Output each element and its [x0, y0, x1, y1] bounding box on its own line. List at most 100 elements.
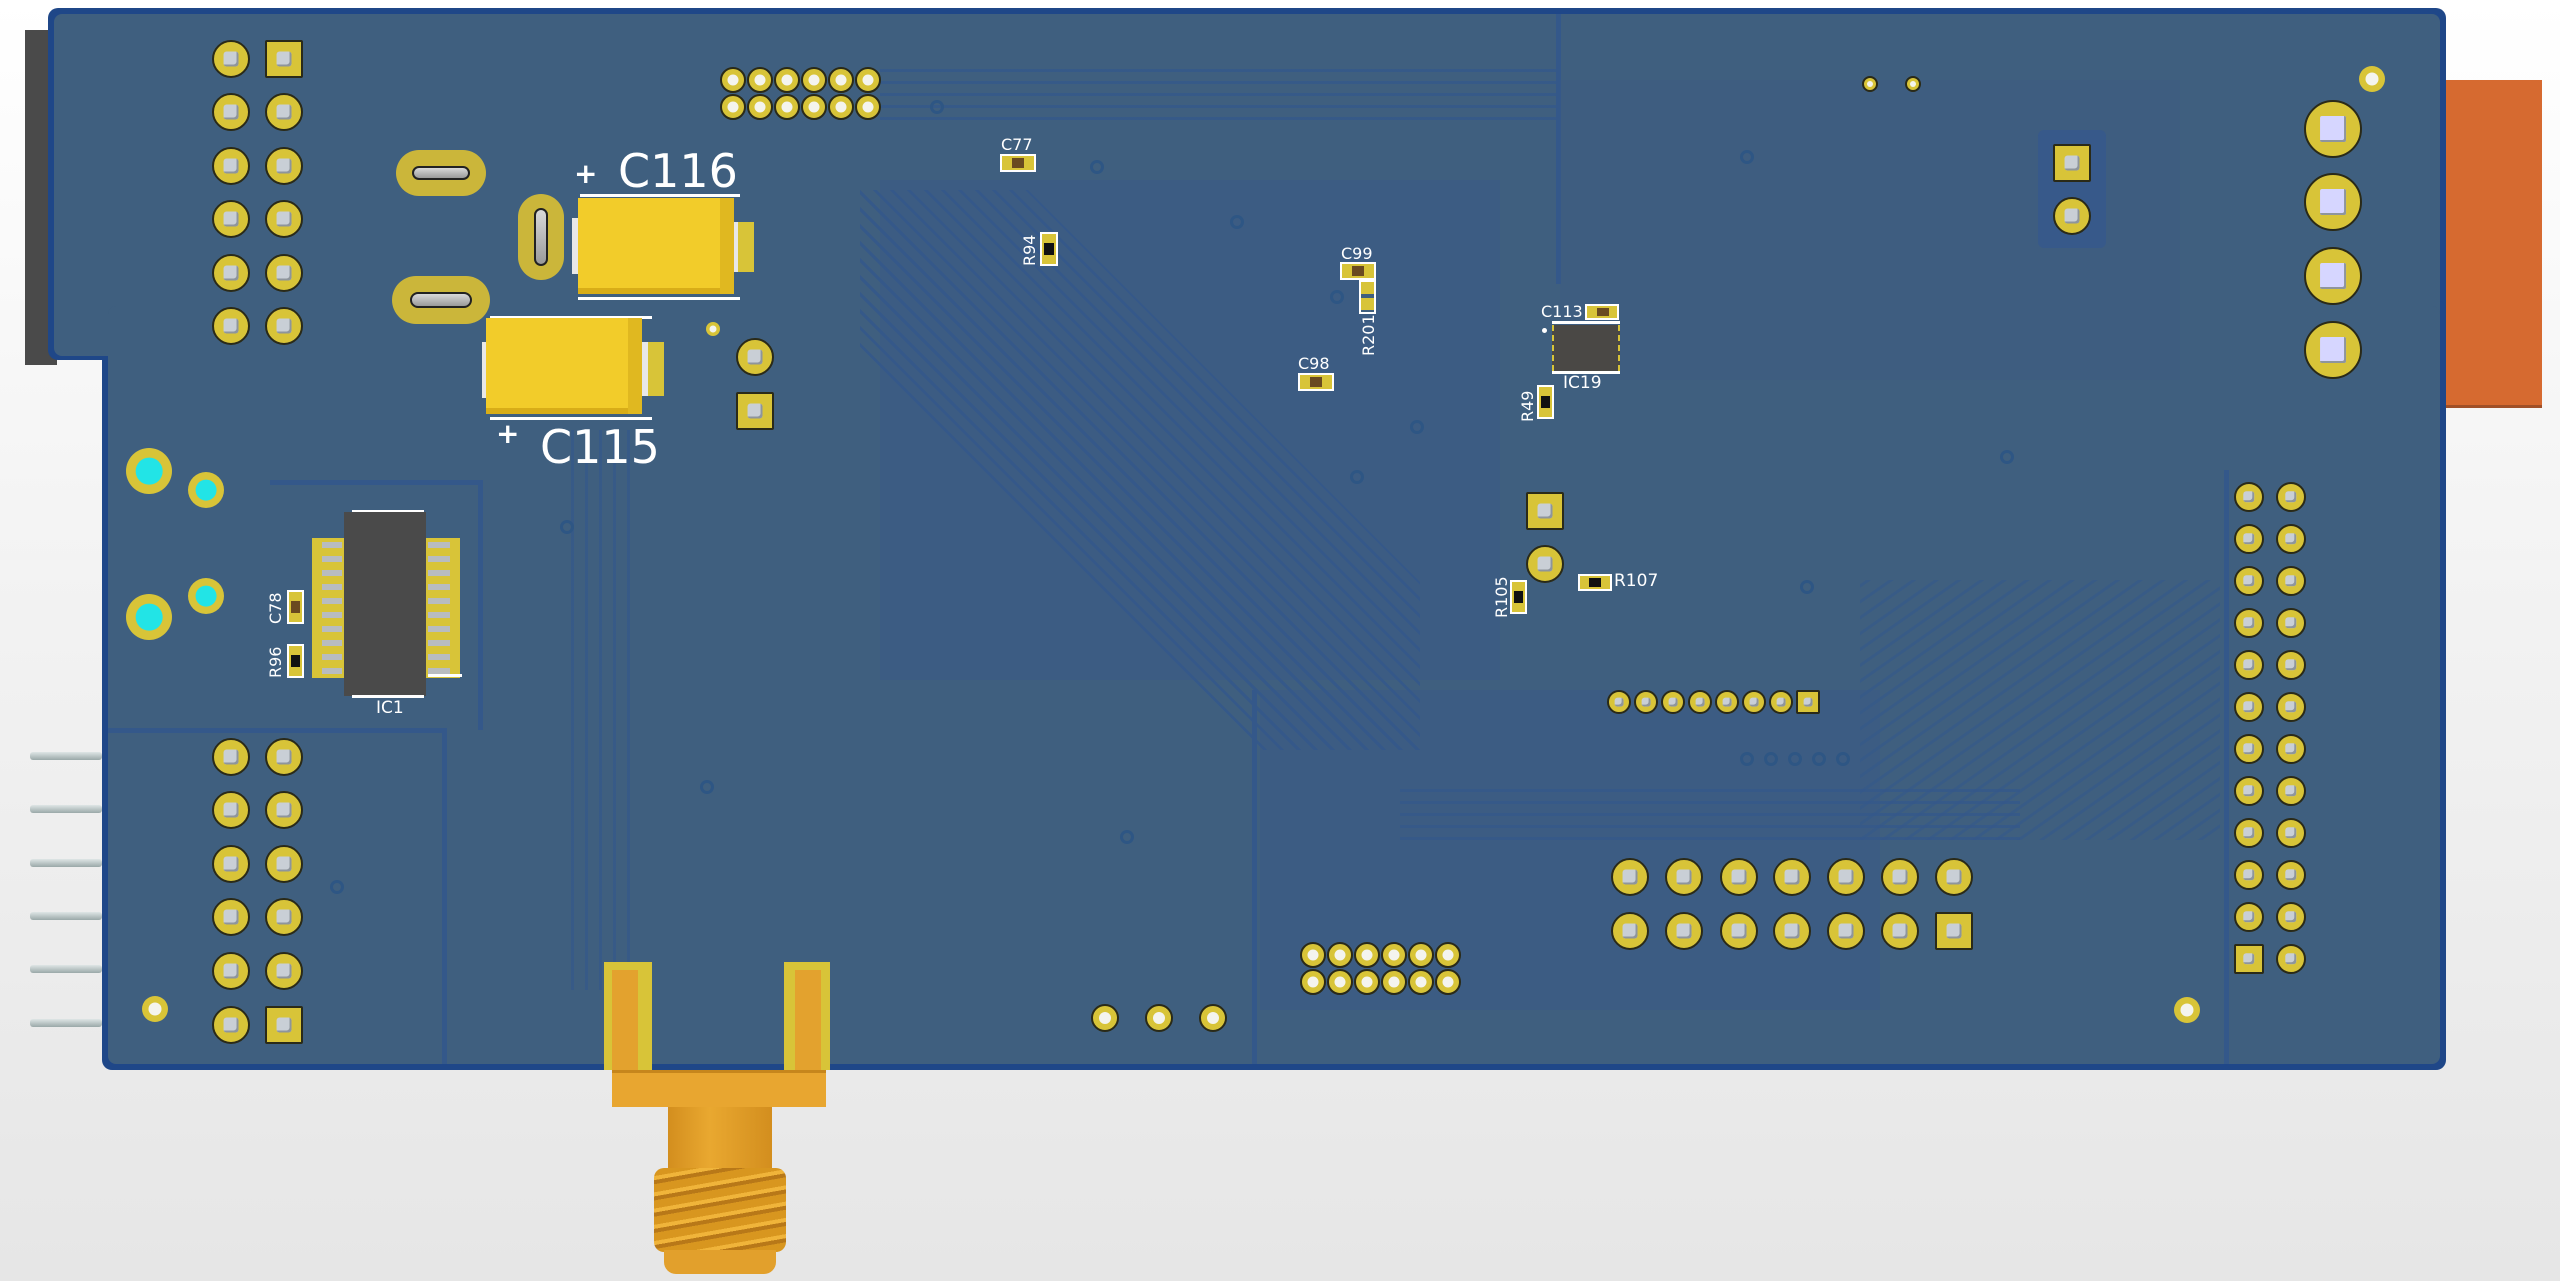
sma-tip — [664, 1250, 776, 1274]
ic-pin — [312, 622, 346, 636]
header-pin — [1661, 690, 1685, 714]
header-pin — [1665, 858, 1703, 896]
header-pin — [2234, 776, 2264, 806]
connector-pin — [2304, 247, 2362, 305]
header-pin — [801, 94, 827, 120]
sma-leg-left — [612, 970, 638, 1070]
header-pin — [212, 845, 250, 883]
header-pin-1-square — [2234, 944, 2264, 974]
via — [1740, 150, 1754, 164]
header-pin — [2276, 608, 2306, 638]
sma-leg-right — [795, 970, 821, 1070]
header-pin — [212, 307, 250, 345]
header-pin — [2234, 650, 2264, 680]
ic1-silk-pin1 — [428, 674, 462, 677]
refdes-ic19: IC19 — [1563, 373, 1602, 393]
refdes-c77: C77 — [1001, 135, 1033, 154]
ic-pin — [312, 538, 346, 552]
header-pin — [2234, 692, 2264, 722]
ic-pin — [312, 594, 346, 608]
ic-pin — [312, 650, 346, 664]
sma-base — [612, 1070, 826, 1107]
header-pin — [720, 67, 746, 93]
via — [700, 780, 714, 794]
ic-pin — [424, 622, 460, 636]
silk-line — [580, 194, 740, 197]
header-pin — [212, 200, 250, 238]
header-pin-1-square — [1796, 690, 1820, 714]
right-angle-pin — [30, 1019, 102, 1027]
board-divider-right-vertical — [2224, 470, 2229, 1064]
header-pin — [2234, 902, 2264, 932]
header-pin — [265, 147, 303, 185]
header-pin — [1435, 942, 1461, 968]
header-pin — [1881, 912, 1919, 950]
header-pin — [2276, 650, 2306, 680]
via — [1090, 160, 1104, 174]
via — [930, 100, 944, 114]
header-pin — [212, 791, 250, 829]
header-pin — [212, 898, 250, 936]
ic-pin — [312, 636, 346, 650]
capacitor-c78 — [287, 590, 304, 624]
header-pin — [1715, 690, 1739, 714]
header-pin — [1408, 969, 1434, 995]
ic-pin — [424, 650, 460, 664]
through-hole-pad — [1526, 545, 1564, 583]
header-pin — [1773, 912, 1811, 950]
polarity-marker: + — [496, 417, 520, 450]
header-pin — [1435, 969, 1461, 995]
header-pin — [265, 307, 303, 345]
refdes-c113: C113 — [1541, 302, 1583, 321]
connector-pin — [2304, 173, 2362, 231]
ic-pin — [312, 608, 346, 622]
right-edge-connector-body — [2446, 80, 2542, 408]
header-pin — [2276, 524, 2306, 554]
ic-pin — [312, 566, 346, 580]
header-pin — [855, 67, 881, 93]
header-pin — [265, 200, 303, 238]
tantalum-cap-body — [486, 318, 642, 414]
refdes-ic1: IC1 — [376, 698, 404, 718]
header-pin — [212, 952, 250, 990]
header-pin — [212, 40, 250, 78]
ic-pin — [424, 538, 460, 552]
header-pin — [1327, 942, 1353, 968]
header-pin — [265, 898, 303, 936]
tantalum-cap-body — [578, 198, 734, 294]
board-divider-left-section — [108, 728, 446, 733]
refdes-r107: R107 — [1614, 571, 1659, 591]
header-pin — [265, 738, 303, 776]
resistor-r201-unpopulated — [1359, 280, 1376, 314]
header-pin — [2234, 860, 2264, 890]
header-pin — [2276, 944, 2306, 974]
header-pin — [2276, 566, 2306, 596]
header-pin — [1354, 942, 1380, 968]
header-pin — [1611, 858, 1649, 896]
header-pin — [1607, 690, 1631, 714]
refdes-c115: C115 — [540, 420, 660, 474]
header-pin — [2234, 482, 2264, 512]
header-pin — [1742, 690, 1766, 714]
header-pin — [1381, 969, 1407, 995]
fiducial — [2174, 997, 2200, 1023]
via — [1740, 752, 1754, 766]
capacitor-c98 — [1298, 373, 1334, 391]
header-pin — [212, 1006, 250, 1044]
mounting-hole — [126, 594, 172, 640]
fiducial — [2359, 66, 2385, 92]
refdes-c78: C78 — [266, 592, 285, 624]
header-pin — [265, 254, 303, 292]
ic19-qfn-body — [1552, 325, 1620, 371]
header-pin — [212, 147, 250, 185]
mounting-hole-small — [188, 472, 224, 508]
fiducial — [142, 996, 168, 1022]
capacitor-c99 — [1340, 262, 1376, 280]
header-pin — [2276, 482, 2306, 512]
ic19-silk-bottom — [1552, 371, 1620, 374]
board-divider-vertical — [1556, 14, 1561, 284]
header-pin — [2234, 818, 2264, 848]
header-pin — [2276, 734, 2306, 764]
header-pin — [1300, 942, 1326, 968]
polarity-marker: + — [574, 157, 598, 190]
